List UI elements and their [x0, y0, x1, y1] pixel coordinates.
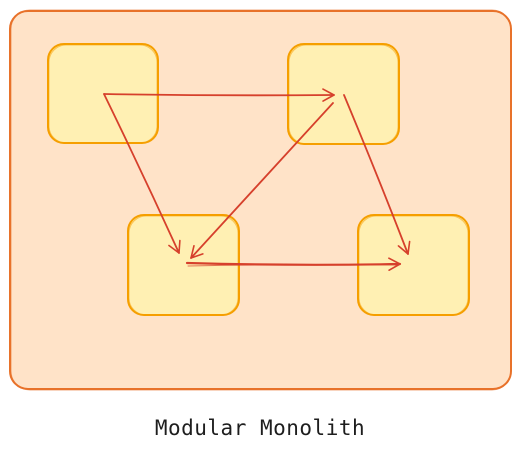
arrow-top-right-to-bottom-left	[190, 102, 334, 259]
arrow-top-right-to-bottom-right	[343, 94, 411, 255]
module-bottom-left	[127, 214, 240, 316]
arrow-bottom-left-to-bottom-right-sketch	[187, 264, 399, 267]
arrow-top-left-to-top-right	[103, 88, 335, 102]
arrow-top-left-to-bottom-left	[103, 93, 181, 254]
module-top-right	[287, 43, 400, 145]
diagram-caption: Modular Monolith	[154, 416, 366, 440]
connection-arrows	[103, 88, 411, 272]
monolith-container-sketch-stroke	[10, 9, 512, 391]
module-top-left	[47, 43, 159, 144]
